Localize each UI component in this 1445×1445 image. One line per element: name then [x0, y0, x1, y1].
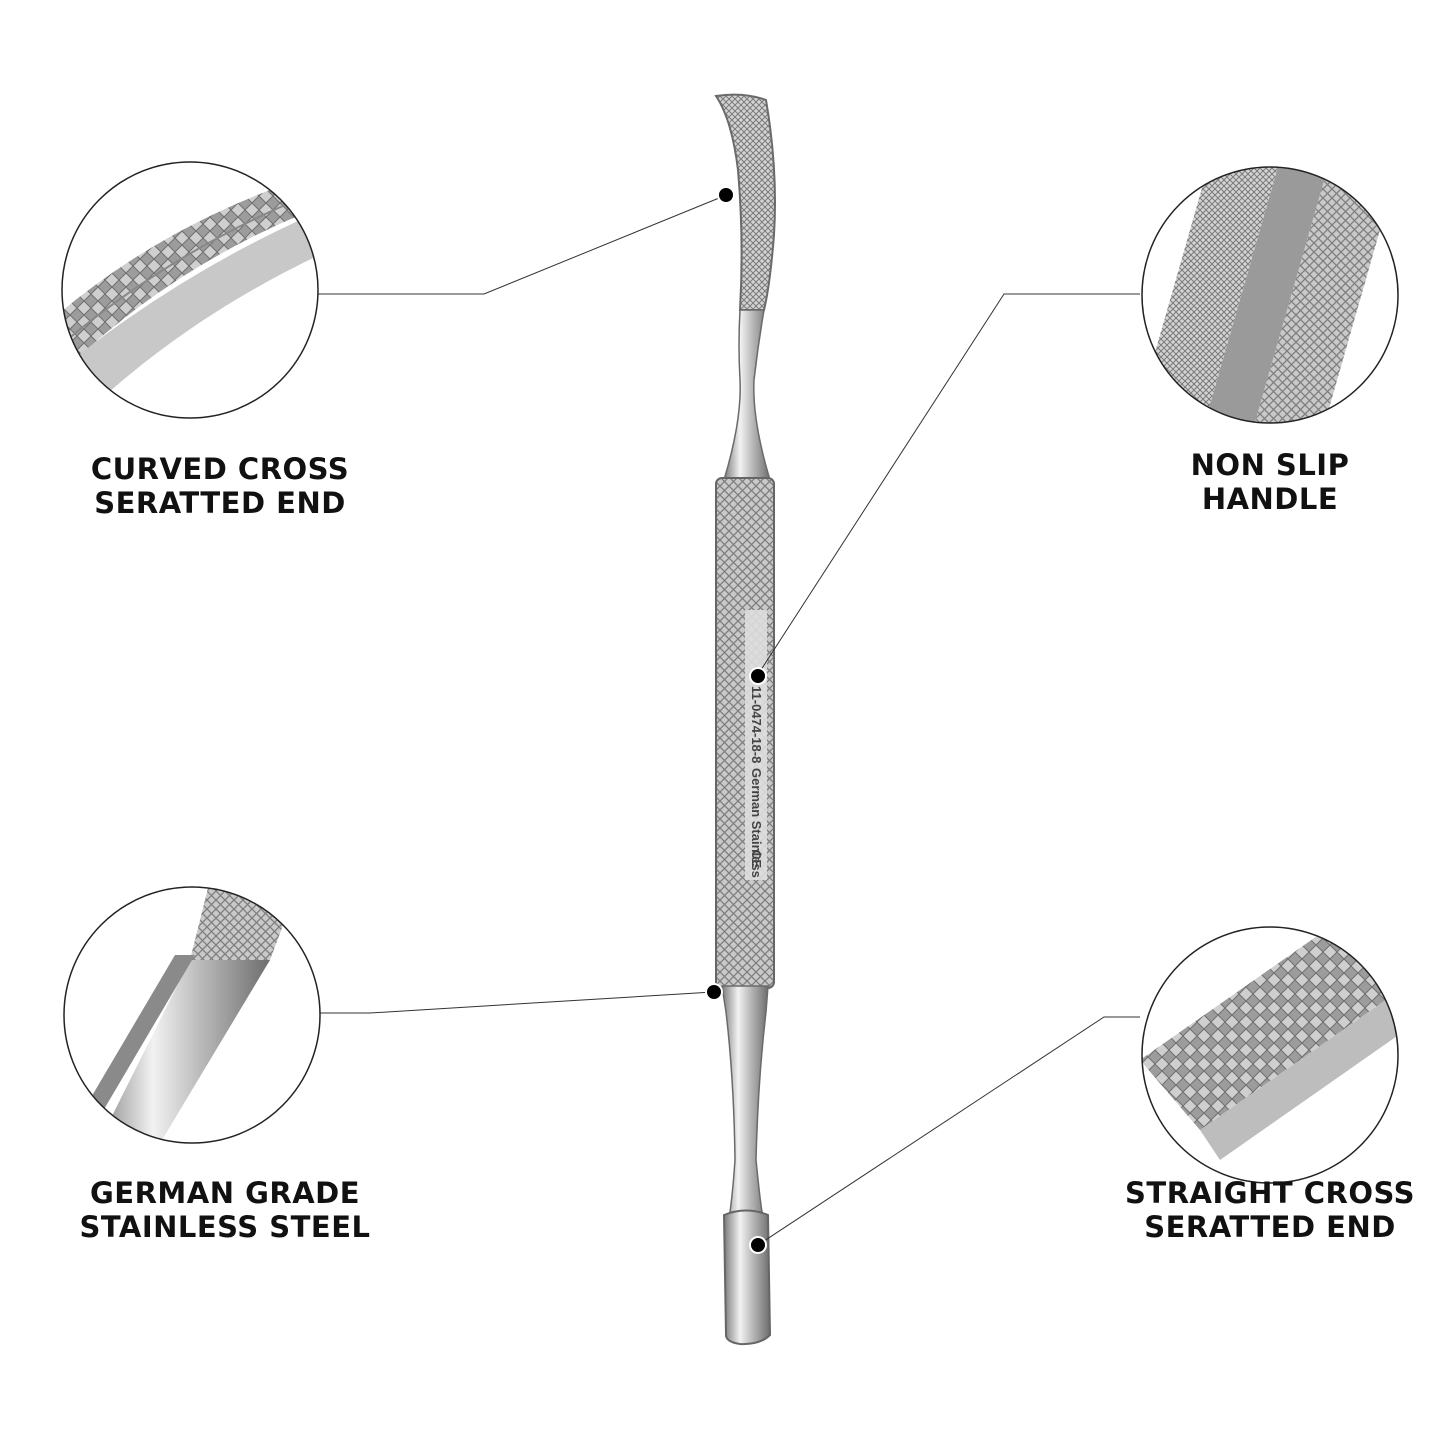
upper-neck	[722, 309, 772, 481]
leader-lines	[318, 195, 1140, 1246]
label-steel-line1: GERMAN GRADE	[89, 1176, 361, 1210]
label-straight-end-line2: SERATTED END	[1144, 1210, 1396, 1244]
leader-line-straight-end	[757, 1016, 1140, 1246]
straight-pusher-tip	[722, 1209, 772, 1346]
label-curved-end: CURVED CROSS SERATTED END	[40, 452, 400, 520]
engraving-brand: German Stainless	[749, 768, 764, 878]
dot-curved-end	[717, 186, 735, 204]
label-handle-line1: NON SLIP	[1190, 448, 1350, 482]
label-handle-line2: HANDLE	[1201, 482, 1339, 516]
label-handle: NON SLIP HANDLE	[1090, 448, 1445, 516]
label-straight-end: STRAIGHT CROSS SERATTED END	[1085, 1176, 1445, 1244]
curved-serrated-tip	[714, 93, 776, 311]
engraving-code: 11-0474-18-8	[749, 686, 764, 763]
leader-line-steel	[320, 991, 714, 1014]
callout-dots	[705, 186, 767, 1254]
label-steel: GERMAN GRADE STAINLESS STEEL	[15, 1176, 435, 1244]
leader-line-handle	[756, 293, 1140, 677]
lower-neck	[721, 985, 769, 1213]
zoom-straight-end	[1141, 926, 1399, 1184]
dot-steel	[705, 983, 723, 1001]
zoom-curved-end	[61, 161, 319, 419]
zoom-handle	[1141, 166, 1399, 424]
leader-line-curved-end	[318, 195, 725, 295]
dot-straight-end	[749, 1236, 767, 1254]
label-curved-end-line1: CURVED CROSS	[90, 452, 350, 486]
zoom-steel	[63, 886, 321, 1144]
dot-handle	[749, 667, 767, 685]
label-steel-line2: STAINLESS STEEL	[79, 1210, 371, 1244]
label-curved-end-line2: SERATTED END	[94, 486, 346, 520]
engraving-mark: CE	[749, 850, 764, 868]
label-straight-end-line1: STRAIGHT CROSS	[1125, 1176, 1415, 1210]
nail-tool: 11-0474-18-8 German Stainless CE	[714, 93, 776, 1346]
